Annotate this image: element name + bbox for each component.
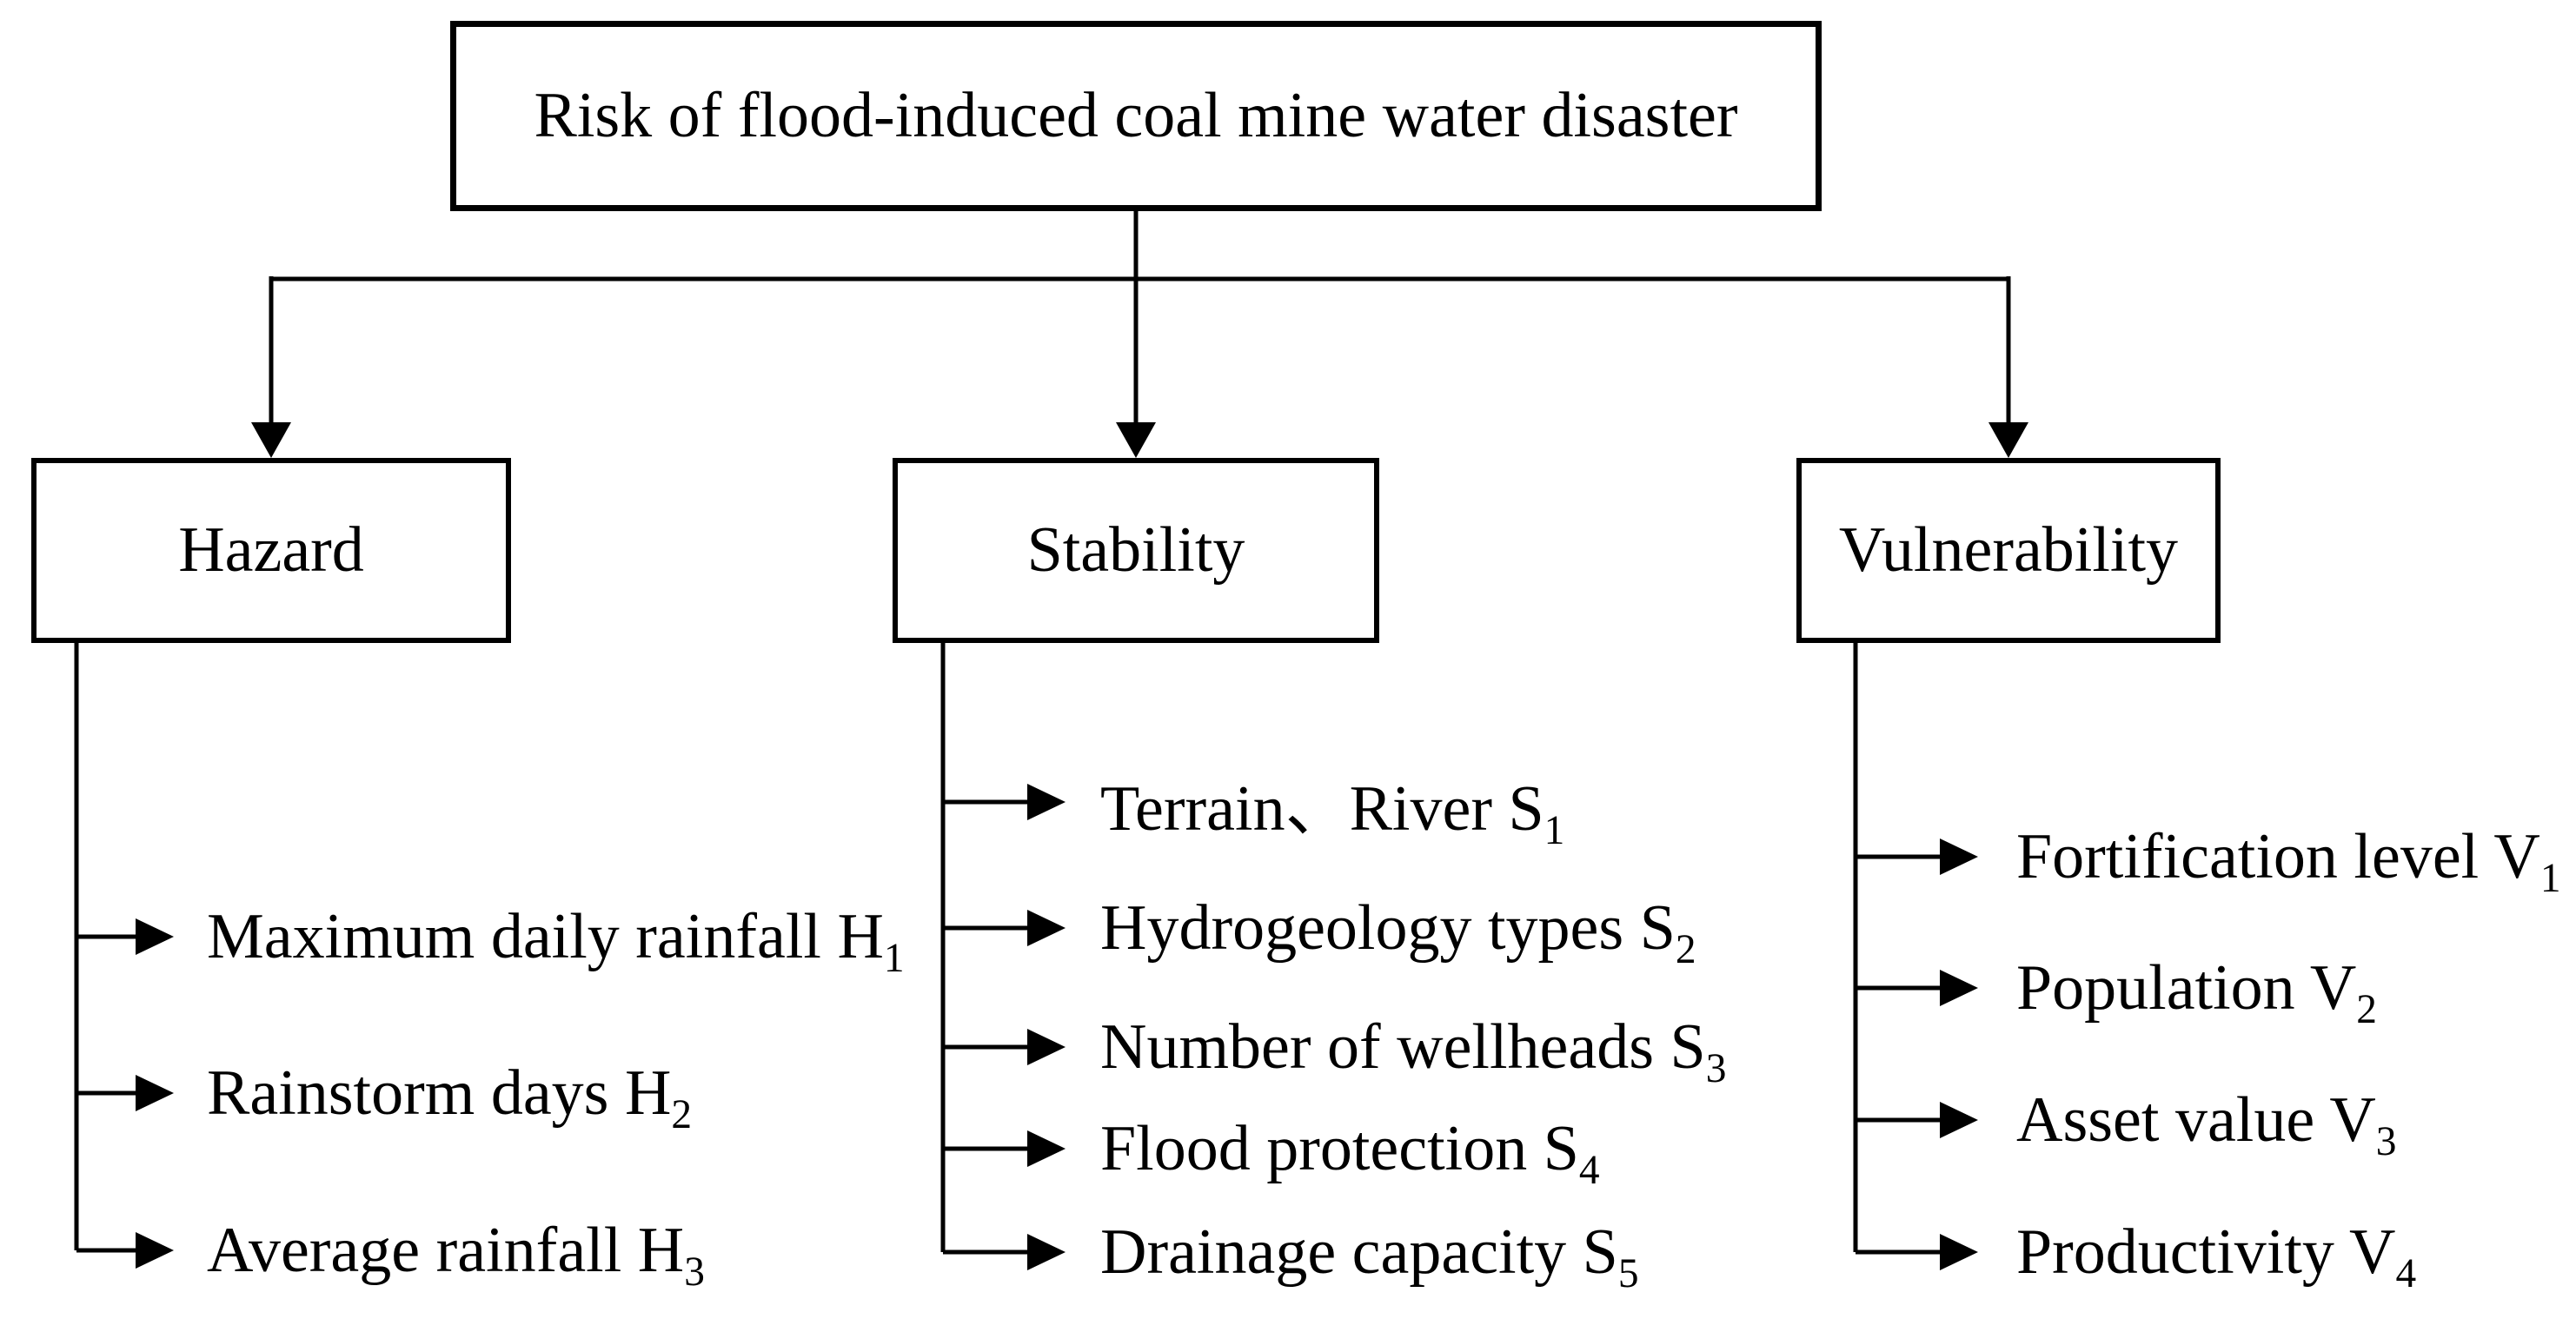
- indicator-text: Number of wellheads S: [1100, 1011, 1706, 1083]
- indicator-subscript: 1: [2539, 855, 2561, 901]
- indicator-item: Flood protection S4: [1100, 1101, 1600, 1196]
- indicator-text: Rainstorm days H: [207, 1057, 672, 1129]
- arrow-right-icon: [1027, 1029, 1066, 1065]
- indicator-item: Hydrogeology types S2: [1100, 880, 1696, 976]
- root-box: Risk of flood-induced coal mine water di…: [450, 21, 1822, 211]
- branch-box-vulnerability: Vulnerability: [1796, 458, 2221, 643]
- arrow-right-icon: [1940, 838, 1978, 875]
- arrow-right-icon: [136, 1075, 174, 1111]
- indicator-subscript: 4: [2395, 1250, 2417, 1296]
- arrow-right-icon: [1027, 784, 1066, 820]
- arrow-down-icon: [1116, 422, 1156, 458]
- indicator-item: Population V2: [2016, 940, 2377, 1036]
- indicator-subscript: 2: [671, 1091, 693, 1137]
- indicator-label: Drainage capacity S5: [1100, 1216, 1639, 1294]
- arrow-right-icon: [1027, 1130, 1066, 1167]
- branch-label: Vulnerability: [1838, 514, 2179, 586]
- indicator-subscript: 1: [1544, 807, 1565, 853]
- arrow-right-icon: [1940, 1234, 1978, 1270]
- indicator-subscript: 3: [2375, 1118, 2397, 1164]
- arrow-right-icon: [136, 918, 174, 955]
- indicator-subscript: 3: [1705, 1045, 1727, 1091]
- arrow-down-icon: [251, 422, 291, 458]
- indicator-text: Maximum daily rainfall H: [207, 900, 884, 972]
- indicator-text: Productivity V: [2016, 1216, 2396, 1288]
- indicator-text: Drainage capacity S: [1100, 1216, 1618, 1288]
- indicator-label: Terrain、River S1: [1100, 756, 1565, 853]
- branch-label: Stability: [1026, 514, 1245, 586]
- indicator-subscript: 1: [883, 935, 905, 981]
- indicator-label: Fortification level V1: [2016, 820, 2561, 898]
- indicator-subscript: 2: [2356, 986, 2377, 1032]
- indicator-label: Average rainfall H3: [207, 1214, 705, 1292]
- indicator-text: Population V: [2016, 951, 2357, 1024]
- indicator-text: Asset value V: [2016, 1084, 2376, 1156]
- indicator-subscript: 3: [684, 1249, 705, 1295]
- indicator-text: Average rainfall H: [207, 1214, 685, 1286]
- indicator-text: Flood protection S: [1100, 1112, 1579, 1184]
- indicator-item: Terrain、River S1: [1100, 754, 1565, 853]
- branch-label: Hazard: [178, 514, 364, 586]
- indicator-text: Terrain、River S: [1100, 772, 1544, 845]
- arrow-right-icon: [1027, 1234, 1066, 1270]
- indicator-subscript: 2: [1675, 926, 1696, 972]
- indicator-label: Asset value V3: [2016, 1084, 2396, 1162]
- arrow-down-icon: [1988, 422, 2028, 458]
- indicator-item: Number of wellheads S3: [1100, 999, 1726, 1095]
- root-label: Risk of flood-induced coal mine water di…: [534, 80, 1738, 151]
- arrow-right-icon: [1027, 910, 1066, 946]
- indicator-label: Maximum daily rainfall H1: [207, 900, 905, 978]
- indicator-label: Rainstorm days H2: [207, 1057, 692, 1135]
- indicator-item: Maximum daily rainfall H1: [207, 889, 905, 984]
- indicator-item: Drainage capacity S5: [1100, 1204, 1639, 1300]
- indicator-subscript: 5: [1617, 1250, 1639, 1296]
- branch-box-stability: Stability: [893, 458, 1379, 643]
- arrow-right-icon: [136, 1232, 174, 1269]
- indicator-text: Hydrogeology types S: [1100, 891, 1676, 964]
- indicator-subscript: 4: [1578, 1147, 1600, 1193]
- indicator-label: Number of wellheads S3: [1100, 1011, 1726, 1089]
- branch-box-hazard: Hazard: [31, 458, 511, 643]
- arrow-right-icon: [1940, 970, 1978, 1006]
- indicator-item: Average rainfall H3: [207, 1203, 705, 1298]
- indicator-text: Fortification level V: [2016, 820, 2540, 892]
- indicator-item: Asset value V3: [2016, 1072, 2396, 1168]
- indicator-item: Rainstorm days H2: [207, 1045, 692, 1141]
- indicator-label: Productivity V4: [2016, 1216, 2416, 1294]
- arrow-right-icon: [1940, 1102, 1978, 1138]
- indicator-label: Population V2: [2016, 951, 2377, 1030]
- indicator-item: Fortification level V1: [2016, 809, 2561, 905]
- indicator-label: Flood protection S4: [1100, 1112, 1600, 1190]
- indicator-label: Hydrogeology types S2: [1100, 891, 1696, 970]
- indicator-item: Productivity V4: [2016, 1204, 2416, 1300]
